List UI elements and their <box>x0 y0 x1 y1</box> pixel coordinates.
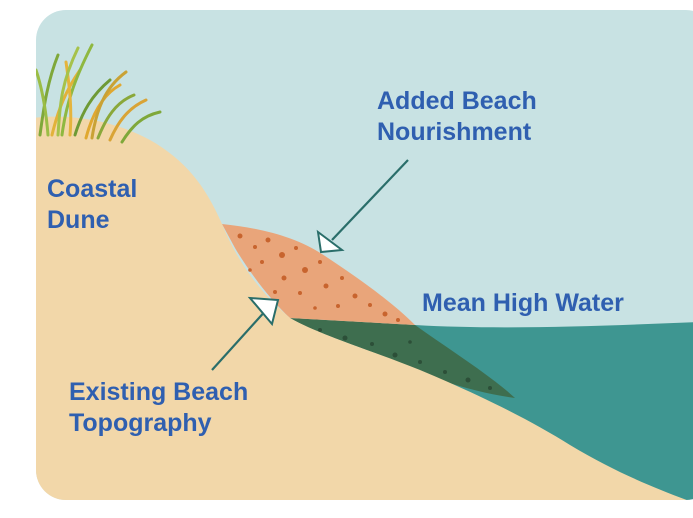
beach-grass <box>36 43 162 144</box>
ocean-water <box>415 322 693 500</box>
nourishment-speckles <box>237 233 400 322</box>
coastal-dune-label-line-1: Coastal <box>47 175 138 203</box>
mean-high-water-label: Mean High Water <box>422 288 624 319</box>
added-beach-nourishment-label-line-1: Added Beach <box>377 87 537 115</box>
added-beach-nourishment-label-line-2: Nourishment <box>377 118 532 146</box>
added-nourishment-layer <box>222 224 415 325</box>
coastal-dune-label-line-2: Dune <box>47 206 110 234</box>
mean-high-water-label-text: Mean High Water <box>422 289 624 317</box>
existing-beach-topography-label-line-1: Existing Beach <box>69 378 249 406</box>
coastal-dune-label: Coastal Dune <box>47 174 137 236</box>
existing-beach-topography-label-line-2: Topography <box>69 409 212 437</box>
submerged-speckles <box>318 328 492 390</box>
topography-arrow <box>211 296 280 371</box>
added-beach-nourishment-label: Added Beach Nourishment <box>377 86 537 148</box>
sand-dune <box>36 116 693 500</box>
existing-beach-topography-label: Existing Beach Topography <box>69 377 248 439</box>
nourishment-arrow <box>316 159 409 254</box>
